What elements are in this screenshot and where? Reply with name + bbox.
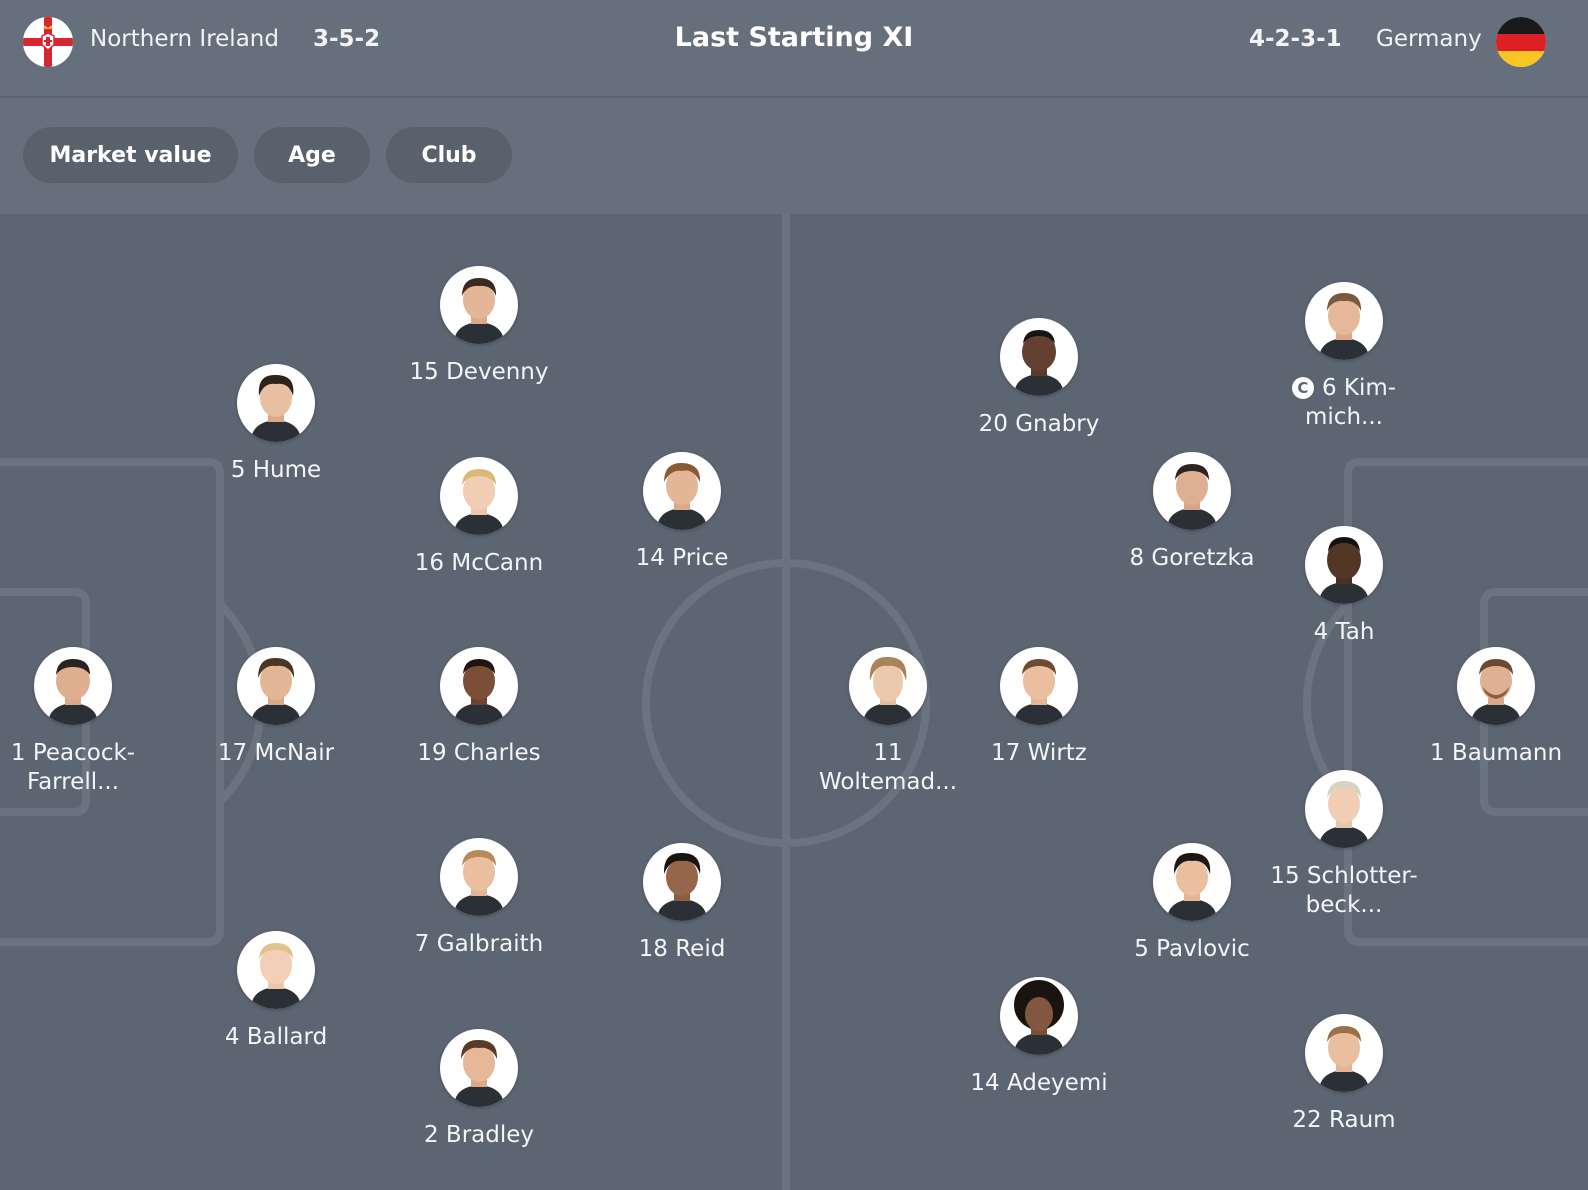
player-photo-avatar [440,266,518,344]
player-wirtz[interactable]: 17 Wirtz [949,647,1129,768]
pitch: 15 Devenny 5 Hume 16 McCann 14 Price 1 P… [0,214,1588,1190]
player-name: 7 Galbraith [414,931,544,957]
player-name: 5 Pavlovic [1134,936,1250,962]
player-photo-avatar [34,647,112,725]
filter-age-button[interactable]: Age [254,127,370,183]
player-mcnair[interactable]: 17 McNair [186,647,366,768]
player-name: 4 Tah [1313,619,1375,645]
player-gnabry[interactable]: 20 Gnabry [949,318,1129,439]
player-name: 22 Raum [1292,1107,1396,1133]
northern-ireland-flag-icon [23,17,73,67]
away-team-name[interactable]: Germany [1376,26,1482,52]
away-formation: 4-2-3-1 [1249,26,1342,52]
player-photo-avatar [1457,647,1535,725]
player-photo-avatar [849,647,927,725]
player-photo-avatar [1153,843,1231,921]
filter-market-value-button[interactable]: Market value [23,127,238,183]
player-photo-avatar [237,931,315,1009]
player-photo-avatar [440,457,518,535]
player-photo-avatar [1305,526,1383,604]
player-name: 17 Wirtz [991,740,1087,766]
player-name: 14 Price [635,545,729,571]
player-name: 18 Reid [638,936,726,962]
home-team-name[interactable]: Northern Ireland [90,26,279,52]
player-name: 17 McNair [217,740,335,766]
player-name: 1 Peacock-Farrell... [10,740,136,795]
player-ballard[interactable]: 4 Ballard [186,931,366,1052]
player-galbraith[interactable]: 7 Galbraith [389,838,569,959]
player-woltemade[interactable]: 11 Woltemad... [798,647,978,797]
captain-badge-icon: C [1291,377,1314,399]
player-name: 16 McCann [414,550,544,576]
player-name: 14 Adeyemi [970,1070,1108,1096]
player-photo-avatar [1305,770,1383,848]
match-header: Northern Ireland 3-5-2 Last Starting XI … [0,0,1588,98]
player-name: 4 Ballard [224,1024,328,1050]
player-pavlovic[interactable]: 5 Pavlovic [1102,843,1282,964]
player-name: 20 Gnabry [978,411,1100,437]
filter-bar: Market value Age Club [0,98,1588,214]
player-name: 15 Devenny [409,359,549,385]
player-photo-avatar [1305,282,1383,360]
player-goretzka[interactable]: 8 Goretzka [1102,452,1282,573]
player-name: 19 Charles [417,740,541,766]
player-name: 5 Hume [230,457,322,483]
player-photo-avatar [643,843,721,921]
player-photo-avatar [237,364,315,442]
player-photo-avatar [440,1029,518,1107]
player-photo-avatar [643,452,721,530]
player-devenny[interactable]: 15 Devenny [389,266,569,387]
player-name: 1 Baumann [1429,740,1563,766]
player-photo-avatar [1305,1014,1383,1092]
player-peacock-farrell[interactable]: 1 Peacock-Farrell... [0,647,163,797]
player-photo-avatar [1000,318,1078,396]
player-schlotterbeck[interactable]: 15 Schlotter-beck... [1254,770,1434,920]
filter-club-button[interactable]: Club [386,127,512,183]
player-name: 15 Schlotter-beck... [1270,863,1418,918]
player-mccann[interactable]: 16 McCann [389,457,569,578]
player-charles[interactable]: 19 Charles [389,647,569,768]
player-photo-avatar [1000,647,1078,725]
home-formation: 3-5-2 [313,26,381,52]
player-name: 8 Goretzka [1129,545,1255,571]
player-baumann[interactable]: 1 Baumann [1406,647,1586,768]
player-photo-avatar [440,647,518,725]
player-name: 2 Bradley [423,1122,535,1148]
player-bradley[interactable]: 2 Bradley [389,1029,569,1150]
player-raum[interactable]: 22 Raum [1254,1014,1434,1135]
player-tah[interactable]: 4 Tah [1254,526,1434,647]
player-adeyemi[interactable]: 14 Adeyemi [949,977,1129,1098]
player-photo-avatar [1000,977,1078,1055]
player-name-text: 6 Kim-mich... [1305,375,1397,430]
player-photo-avatar [1153,452,1231,530]
player-name: 11 Woltemad... [818,740,958,795]
player-photo-avatar [440,838,518,916]
player-photo-avatar [237,647,315,725]
player-price[interactable]: 14 Price [592,452,772,573]
player-hume[interactable]: 5 Hume [186,364,366,485]
player-reid[interactable]: 18 Reid [592,843,772,964]
germany-flag-icon [1496,17,1546,67]
